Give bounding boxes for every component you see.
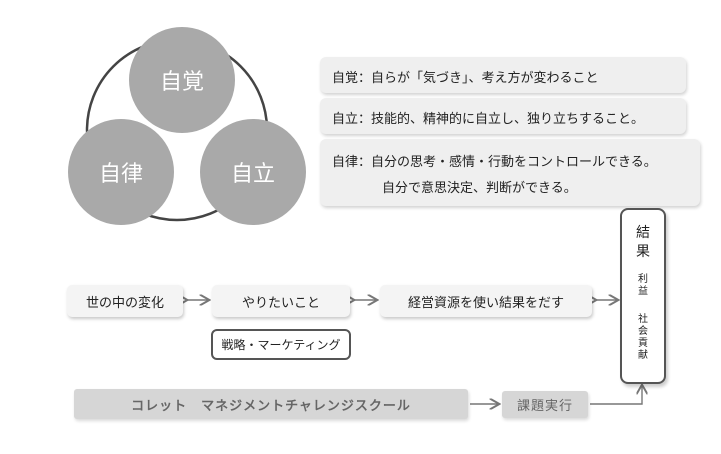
- bar-school: コレット マネジメントチャレンジスクール: [74, 389, 468, 419]
- definition-jikaku: 自覚：自らが「気づき」、考え方が変わること: [320, 57, 686, 93]
- definition-jiritsu-stand-text: 自立：技能的、精神的に自立し、独り立ちすること。: [332, 112, 645, 127]
- circle-jikaku: 自覚: [129, 27, 235, 133]
- circle-jikaku-label: 自覚: [159, 70, 204, 95]
- definition-jiritsu-law-line1: 自律：自分の思考・感情・行動をコントロールできる。: [332, 155, 657, 170]
- box-strategy-label: 戦略・マーケティング: [221, 338, 341, 352]
- box-world-change: 世の中の変化: [67, 285, 183, 317]
- arrow-task-result: [590, 386, 642, 405]
- box-result: 結 果 利 益 社 会 貢 献: [620, 208, 666, 384]
- circle-jiritsu-stand-label: 自立: [230, 162, 275, 187]
- circle-jiritsu-stand: 自立: [200, 119, 306, 225]
- result-profit: 利 益: [638, 274, 648, 297]
- box-want-to-do-label: やりたいこと: [241, 295, 320, 311]
- circle-jiritsu-law: 自律: [68, 119, 174, 225]
- box-want-to-do: やりたいこと: [212, 285, 350, 317]
- result-social-contribution: 社 会 貢 献: [638, 314, 648, 361]
- box-strategy: 戦略・マーケティング: [211, 329, 351, 360]
- box-management: 経営資源を使い結果をだす: [380, 285, 592, 317]
- bar-task-label: 課題実行: [516, 399, 573, 414]
- definition-jiritsu-law: 自律：自分の思考・感情・行動をコントロールできる。 自分で意思決定、判断ができる…: [320, 139, 700, 206]
- bar-school-label: コレット マネジメントチャレンジスクール: [131, 398, 411, 414]
- bar-task: 課題実行: [502, 391, 588, 418]
- definition-jiritsu-law-line2: 自分で意思決定、判断ができる。: [382, 181, 577, 196]
- result-title: 結 果: [636, 225, 650, 260]
- box-world-change-label: 世の中の変化: [85, 295, 164, 311]
- box-management-label: 経営資源を使い結果をだす: [407, 295, 564, 311]
- definition-jiritsu-stand: 自立：技能的、精神的に自立し、独り立ちすること。: [320, 98, 686, 134]
- definition-jikaku-text: 自覚：自らが「気づき」、考え方が変わること: [332, 71, 599, 86]
- circle-jiritsu-law-label: 自律: [98, 162, 143, 187]
